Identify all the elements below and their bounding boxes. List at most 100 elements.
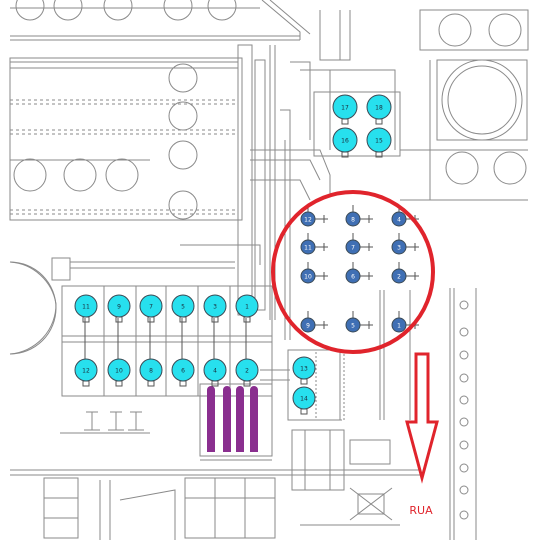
cyan-tank-label: 11 <box>82 304 90 311</box>
cyan-tank-shape <box>366 94 392 120</box>
cyan-tank: 4 <box>203 358 227 382</box>
blue-tank-shape <box>300 268 316 284</box>
blue-tank: 10 <box>300 268 316 284</box>
cyan-tank-label: 8 <box>149 368 153 375</box>
tank-valve <box>179 316 187 323</box>
blue-tank-label: 11 <box>304 245 312 252</box>
cyan-tank-shape <box>332 94 358 120</box>
tank-piping <box>398 233 419 251</box>
cyan-tank-label: 16 <box>341 138 349 145</box>
blue-tank: 11 <box>300 239 316 255</box>
cyan-tank-shape <box>107 294 131 318</box>
blue-tank: 8 <box>345 211 361 227</box>
cyan-tank-shape <box>235 358 259 382</box>
tank-valve <box>341 118 349 125</box>
blue-tank-label: 3 <box>397 245 401 252</box>
tank-valve <box>147 316 155 323</box>
blue-tank-label: 8 <box>351 217 355 224</box>
cyan-tank-shape <box>139 358 163 382</box>
blue-tank-shape <box>345 317 361 333</box>
tank-valve <box>82 316 90 323</box>
tank-valve <box>375 118 383 125</box>
cyan-tank-label: 7 <box>149 304 153 311</box>
purple-tank <box>236 390 244 452</box>
cyan-tank-shape <box>203 358 227 382</box>
cyan-tank-shape <box>366 127 392 153</box>
cyan-tank: 13 <box>292 356 316 380</box>
blue-tank: 3 <box>391 239 407 255</box>
cyan-tank-shape <box>332 127 358 153</box>
cyan-tank: 8 <box>139 358 163 382</box>
cyan-tank-shape <box>292 386 316 410</box>
cyan-tank-shape <box>203 294 227 318</box>
cyan-tank-shape <box>74 358 98 382</box>
tank-piping <box>352 311 373 329</box>
cyan-tank: 2 <box>235 358 259 382</box>
cyan-tank: 12 <box>74 358 98 382</box>
cyan-tank: 14 <box>292 386 316 410</box>
cyan-tank-label: 6 <box>181 368 185 375</box>
blue-tank-shape <box>345 239 361 255</box>
cyan-tank: 7 <box>139 294 163 318</box>
cyan-tank-label: 17 <box>341 105 349 112</box>
cyan-tank: 5 <box>171 294 195 318</box>
cyan-tank-shape <box>139 294 163 318</box>
tank-piping <box>307 262 328 280</box>
cyan-tank-shape <box>292 356 316 380</box>
blue-tank-label: 2 <box>397 274 401 281</box>
street-label: RUA <box>409 504 433 517</box>
cyan-tank-label: 12 <box>82 368 90 375</box>
tank-piping <box>307 233 328 251</box>
cyan-tank-label: 1 <box>245 304 249 311</box>
blue-tank-label: 9 <box>306 323 310 330</box>
down-arrow-icon <box>405 352 439 484</box>
cyan-tank-shape <box>171 294 195 318</box>
purple-tank <box>223 390 231 452</box>
purple-tank <box>207 390 215 452</box>
blue-tank-shape <box>391 268 407 284</box>
tank-valve <box>179 380 187 387</box>
cyan-tank-label: 5 <box>181 304 185 311</box>
cyan-tank-label: 18 <box>375 105 383 112</box>
blue-tank: 9 <box>300 317 316 333</box>
tank-valve <box>115 380 123 387</box>
cyan-tank-group: 11 9 7 5 3 1 12 10 8 6 4 2 13 14 17 18 16 15 <box>74 94 392 415</box>
tank-valve <box>211 316 219 323</box>
purple-tank-cap <box>207 386 215 394</box>
blue-tank-shape <box>300 211 316 227</box>
blue-tank-shape <box>391 211 407 227</box>
cyan-tank-label: 10 <box>115 368 123 375</box>
blue-tank: 5 <box>345 317 361 333</box>
cyan-tank-shape <box>107 358 131 382</box>
cyan-tank-label: 9 <box>117 304 121 311</box>
cyan-tank-shape <box>74 294 98 318</box>
blue-tank-label: 10 <box>304 274 312 281</box>
blue-tank-shape <box>345 268 361 284</box>
purple-tank-cap <box>250 386 258 394</box>
tank-valve <box>115 316 123 323</box>
blue-tank: 2 <box>391 268 407 284</box>
blue-tank-label: 12 <box>304 217 312 224</box>
tank-valve <box>243 316 251 323</box>
cyan-tank: 9 <box>107 294 131 318</box>
blue-tank: 7 <box>345 239 361 255</box>
tank-valve <box>300 378 308 385</box>
cyan-tank: 6 <box>171 358 195 382</box>
cyan-tank-label: 3 <box>213 304 217 311</box>
blue-tank-shape <box>300 239 316 255</box>
blue-tank-label: 1 <box>397 323 401 330</box>
cyan-tank-label: 4 <box>213 368 217 375</box>
road-posts <box>459 300 469 520</box>
tank-piping <box>352 205 373 223</box>
blue-tank-shape <box>345 211 361 227</box>
tank-piping <box>307 311 328 329</box>
blue-tank: 1 <box>391 317 407 333</box>
blue-tank: 6 <box>345 268 361 284</box>
cyan-tank-shape <box>171 358 195 382</box>
cyan-tank: 11 <box>74 294 98 318</box>
cyan-tank: 17 <box>332 94 358 120</box>
tank-piping <box>352 262 373 280</box>
purple-tank-group <box>207 386 258 452</box>
blue-tank: 12 <box>300 211 316 227</box>
cyan-tank-label: 15 <box>375 138 383 145</box>
